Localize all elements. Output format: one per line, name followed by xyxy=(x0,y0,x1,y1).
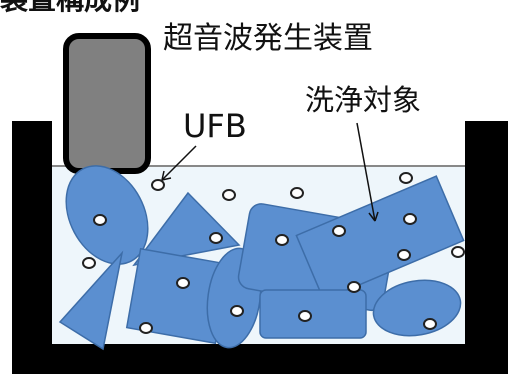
bubble-icon xyxy=(176,277,190,289)
target-arrowhead xyxy=(368,211,379,222)
tank-bottom xyxy=(12,344,508,374)
bubble-icon xyxy=(403,213,417,225)
ufb-label: UFB xyxy=(183,107,247,145)
bubble-icon xyxy=(347,281,361,293)
bubbles xyxy=(82,172,465,334)
bubble-icon xyxy=(93,214,107,226)
object-rect-large xyxy=(295,175,465,301)
cleaning-target-label: 洗浄対象 xyxy=(305,83,422,117)
bubble-icon xyxy=(451,246,465,258)
bubble-icon xyxy=(222,189,236,201)
device-label: 超音波発生装置 xyxy=(163,21,373,56)
tank-left-wall xyxy=(12,121,52,374)
bubble-icon xyxy=(209,232,223,244)
object-triangle-top xyxy=(132,191,241,267)
cleaning-objects xyxy=(58,165,465,351)
object-rect-bottom xyxy=(259,289,367,339)
bubble-icon xyxy=(332,225,346,237)
bubble-icon xyxy=(230,305,244,317)
target-leader-arrow xyxy=(356,122,376,222)
ultrasonic-generator xyxy=(63,33,151,174)
ufb-leader-arrow xyxy=(161,145,197,181)
bubble-icon xyxy=(82,257,96,269)
bubble-icon xyxy=(275,234,289,246)
bubble-icon xyxy=(423,318,437,330)
bubble-icon xyxy=(399,172,413,184)
diagram-heading: 装置構成例 xyxy=(0,0,140,14)
bubble-icon xyxy=(290,187,304,199)
tank-right-wall xyxy=(465,121,508,374)
object-ellipse-right xyxy=(372,279,462,337)
bubble-icon xyxy=(139,322,153,334)
object-ellipse-left xyxy=(65,165,149,265)
ufb-arrowhead xyxy=(161,170,172,181)
bubble-icon xyxy=(151,179,165,191)
bubble-icon xyxy=(298,310,312,322)
object-triangle-bottom-left xyxy=(58,250,124,351)
bubble-icon xyxy=(397,249,411,261)
